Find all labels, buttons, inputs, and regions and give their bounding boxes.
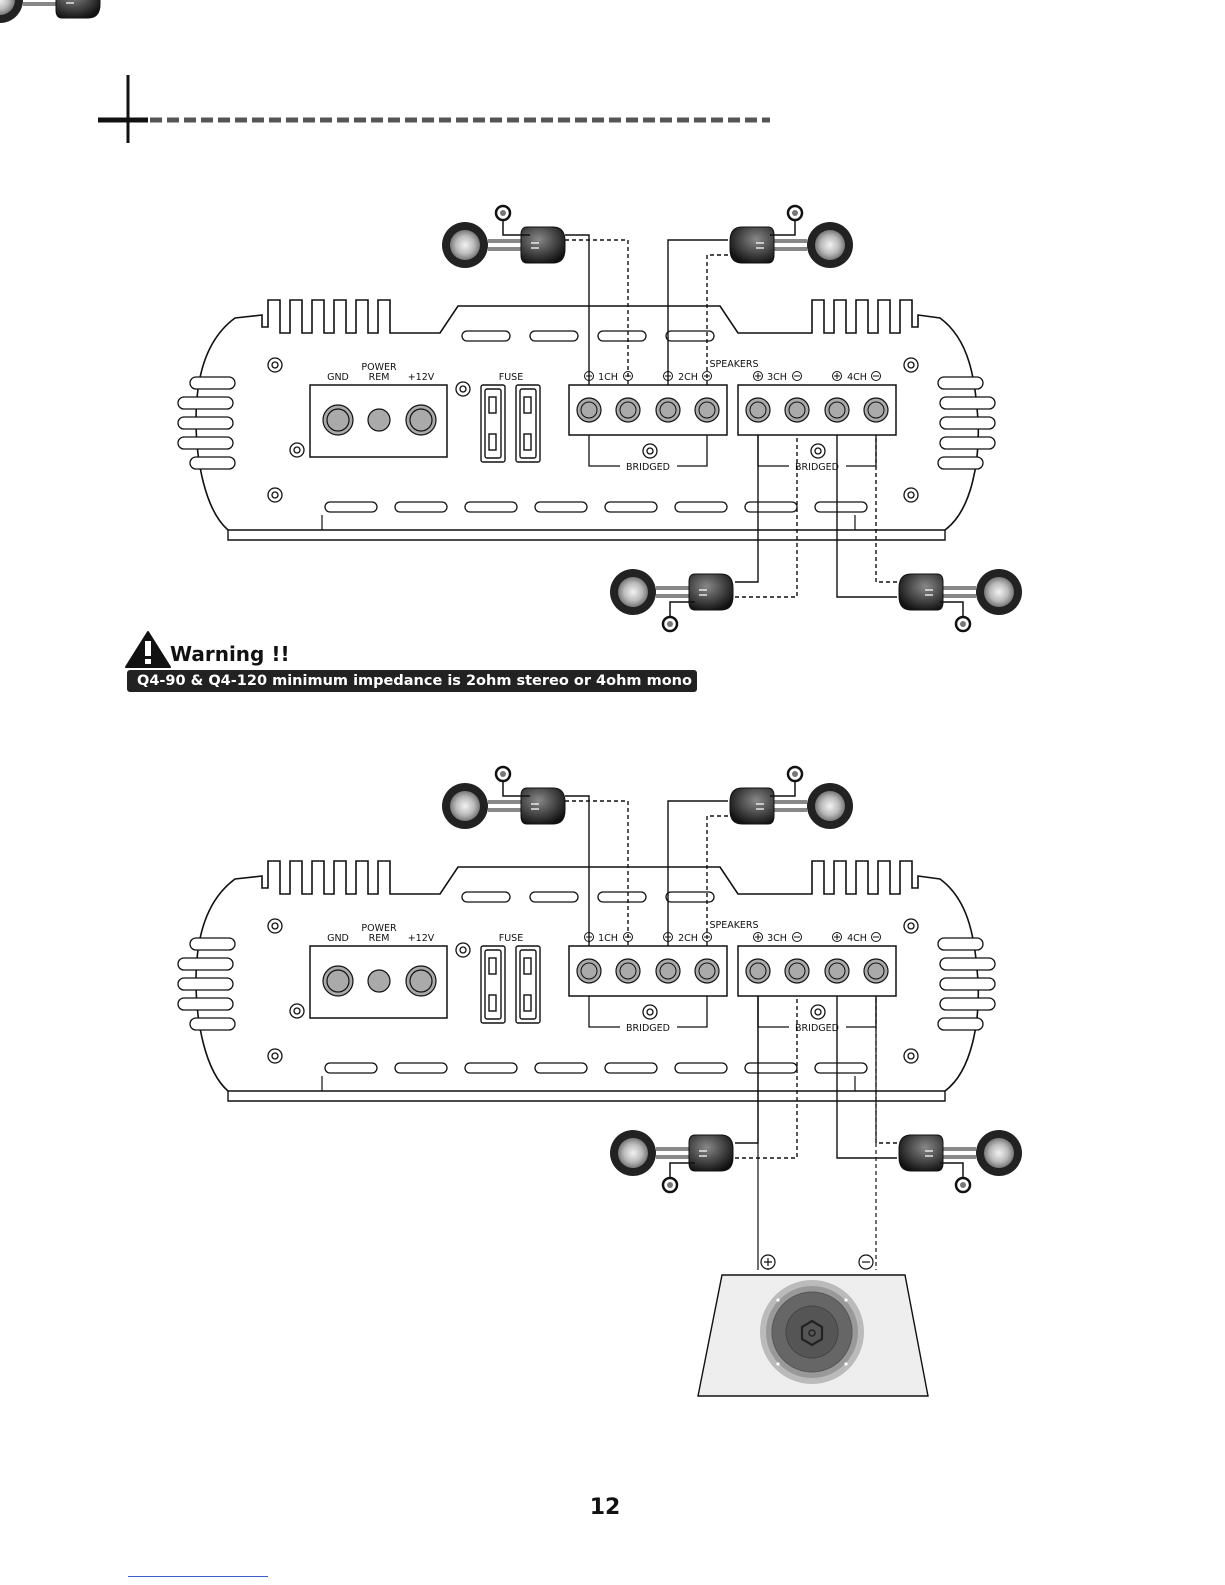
rem-label-2: REM: [369, 933, 390, 944]
ch3-label-2: 3CH: [767, 933, 787, 944]
footer-rule: [128, 1576, 268, 1577]
v12-label: +12V: [408, 372, 435, 383]
speakers-label-2: SPEAKERS: [709, 920, 758, 931]
warning-title: Warning !!: [170, 642, 290, 666]
bridged-label-34: BRIDGED: [795, 462, 839, 473]
ch4-label: 4CH: [847, 372, 867, 383]
speakers-label: SPEAKERS: [709, 359, 758, 370]
ch2-label-2: 2CH: [678, 933, 698, 944]
bridged-label-12: BRIDGED: [626, 462, 670, 473]
page-number: 12: [560, 1495, 650, 1520]
ch1-label: 1CH: [598, 372, 618, 383]
gnd-label: GND: [327, 372, 349, 383]
bridged-label-34-2: BRIDGED: [795, 1023, 839, 1034]
ch2-label: 2CH: [678, 372, 698, 383]
warning-text: Q4-90 & Q4-120 minimum impedance is 2ohm…: [127, 670, 697, 692]
v12-label-2: +12V: [408, 933, 435, 944]
gnd-label-2: GND: [327, 933, 349, 944]
header-crosshair: [98, 75, 770, 143]
subwoofer-box: [698, 1255, 928, 1396]
warning-triangle-icon: [126, 632, 170, 667]
amplifier-panel-2: [178, 861, 995, 1101]
fuse-label-2: FUSE: [499, 933, 523, 944]
amplifier-panel: [178, 300, 995, 540]
ch1-label-2: 1CH: [598, 933, 618, 944]
fuse-label: FUSE: [499, 372, 523, 383]
speaker-with-plug: [0, 0, 100, 23]
rem-label: REM: [369, 372, 390, 383]
ch4-label-2: 4CH: [847, 933, 867, 944]
bridged-label-12-2: BRIDGED: [626, 1023, 670, 1034]
ch3-label: 3CH: [767, 372, 787, 383]
